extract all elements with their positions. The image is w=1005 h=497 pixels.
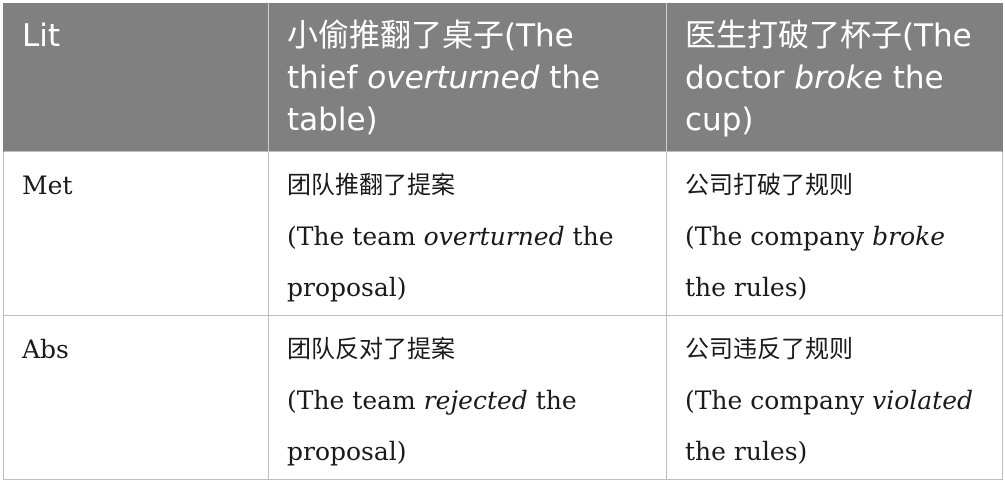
stimulus-table: Lit 小偷推翻了桌子(The thief overturned the tab…	[3, 3, 1003, 480]
cell-zh-text: 公司打破了规则	[685, 171, 853, 199]
table-cell: 团队反对了提案 (The team rejected the proposal)	[268, 315, 667, 480]
cell-en-pre: (The team	[287, 386, 424, 415]
cell-en-text: (The team overturned the proposal)	[287, 211, 652, 313]
table-row: Abs 团队反对了提案 (The team rejected the propo…	[3, 315, 1003, 480]
cell-en-pre: (The team	[287, 222, 424, 251]
table-row: Met 团队推翻了提案 (The team overturned the pro…	[3, 151, 1003, 316]
table-cell: 团队推翻了提案 (The team overturned the proposa…	[268, 151, 667, 316]
cell-en-post: the proposal)	[287, 386, 577, 466]
header-label-text: Lit	[22, 18, 61, 54]
header-row: Lit 小偷推翻了桌子(The thief overturned the tab…	[3, 3, 1003, 152]
header-cell-col1: 小偷推翻了桌子(The thief overturned the table)	[268, 3, 667, 152]
cell-zh-text: 团队反对了提案	[287, 335, 455, 363]
row-label-met: Met	[3, 151, 269, 316]
cell-en-post: the proposal)	[287, 222, 614, 302]
header-col1-en-emph: overturned	[367, 60, 540, 96]
cell-en-pre: (The company	[685, 222, 873, 251]
cell-en-text: (The company violated the rules)	[685, 375, 988, 477]
header-cell-col2: 医生打破了杯子(The doctor broke the cup)	[666, 3, 1003, 152]
cell-en-emph: rejected	[423, 386, 528, 415]
cell-en-text: (The team rejected the proposal)	[287, 375, 652, 477]
header-col2-en-pre: (The doctor	[685, 18, 972, 96]
header-col1-zh: 小偷推翻了桌子	[287, 18, 504, 54]
header-col2-en-post: the cup)	[685, 60, 944, 138]
header-col1-en-post: the table)	[287, 60, 601, 138]
cell-zh-text: 公司违反了规则	[685, 335, 853, 363]
table-cell: 公司打破了规则 (The company broke the rules)	[666, 151, 1003, 316]
header-label-lit: Lit	[3, 3, 269, 152]
cell-en-post: the rules)	[685, 437, 808, 466]
cell-en-emph: broke	[872, 222, 946, 251]
table-body: Met 团队推翻了提案 (The team overturned the pro…	[3, 151, 1003, 480]
header-col1-en-pre: (The thief	[287, 18, 574, 96]
row-label-abs: Abs	[3, 315, 269, 480]
cell-en-pre: (The company	[685, 386, 873, 415]
row-label-text: Met	[22, 171, 73, 200]
cell-en-text: (The company broke the rules)	[685, 211, 988, 313]
cell-en-post: the rules)	[685, 273, 808, 302]
header-col2-en-emph: broke	[794, 60, 883, 96]
cell-zh-text: 团队推翻了提案	[287, 171, 455, 199]
header-col2-zh: 医生打破了杯子	[685, 18, 902, 54]
row-label-text: Abs	[22, 335, 69, 364]
cell-en-emph: overturned	[423, 222, 565, 251]
table-header: Lit 小偷推翻了桌子(The thief overturned the tab…	[3, 3, 1003, 152]
table-cell: 公司违反了规则 (The company violated the rules)	[666, 315, 1003, 480]
cell-en-emph: violated	[872, 386, 974, 415]
